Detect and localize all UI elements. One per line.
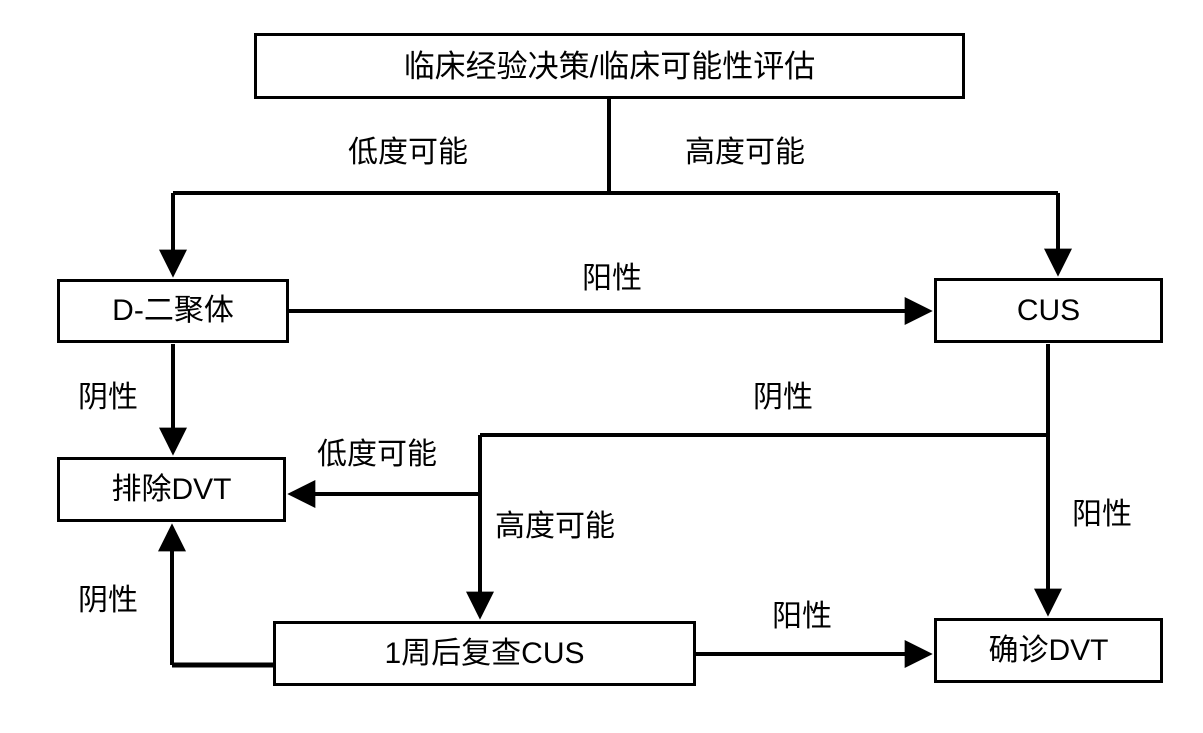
edge-label-positive-cus: 阳性 [1072, 498, 1132, 531]
node-cus[interactable]: CUS [934, 278, 1163, 343]
edge-label-positive-ddimer: 阳性 [582, 262, 642, 295]
node-clinical-assessment-label: 临床经验决策/临床可能性评估 [403, 48, 816, 84]
edge-label-positive-repeat: 阳性 [772, 600, 832, 633]
edge-label-low-probability-top: 低度可能 [348, 136, 468, 169]
edge-label-negative-ddimer: 阴性 [78, 381, 138, 414]
node-confirm-dvt-label: 确诊DVT [988, 633, 1109, 667]
edge-label-high-probability-second: 高度可能 [495, 510, 615, 543]
node-d-dimer[interactable]: D-二聚体 [57, 279, 289, 343]
edge-label-negative-repeat: 阴性 [78, 584, 138, 617]
node-repeat-cus-one-week[interactable]: 1周后复查CUS [273, 621, 696, 686]
node-cus-label: CUS [1016, 293, 1081, 327]
node-exclude-dvt[interactable]: 排除DVT [57, 457, 286, 522]
node-d-dimer-label: D-二聚体 [112, 294, 234, 327]
node-repeat-cus-one-week-label: 1周后复查CUS [384, 636, 585, 670]
node-confirm-dvt[interactable]: 确诊DVT [934, 618, 1163, 683]
edge-label-negative-cus: 阴性 [753, 381, 813, 414]
edge-label-high-probability-top: 高度可能 [685, 136, 805, 169]
edge-label-low-probability-second: 低度可能 [317, 438, 437, 471]
node-exclude-dvt-label: 排除DVT [111, 472, 232, 506]
node-clinical-assessment[interactable]: 临床经验决策/临床可能性评估 [254, 33, 965, 99]
